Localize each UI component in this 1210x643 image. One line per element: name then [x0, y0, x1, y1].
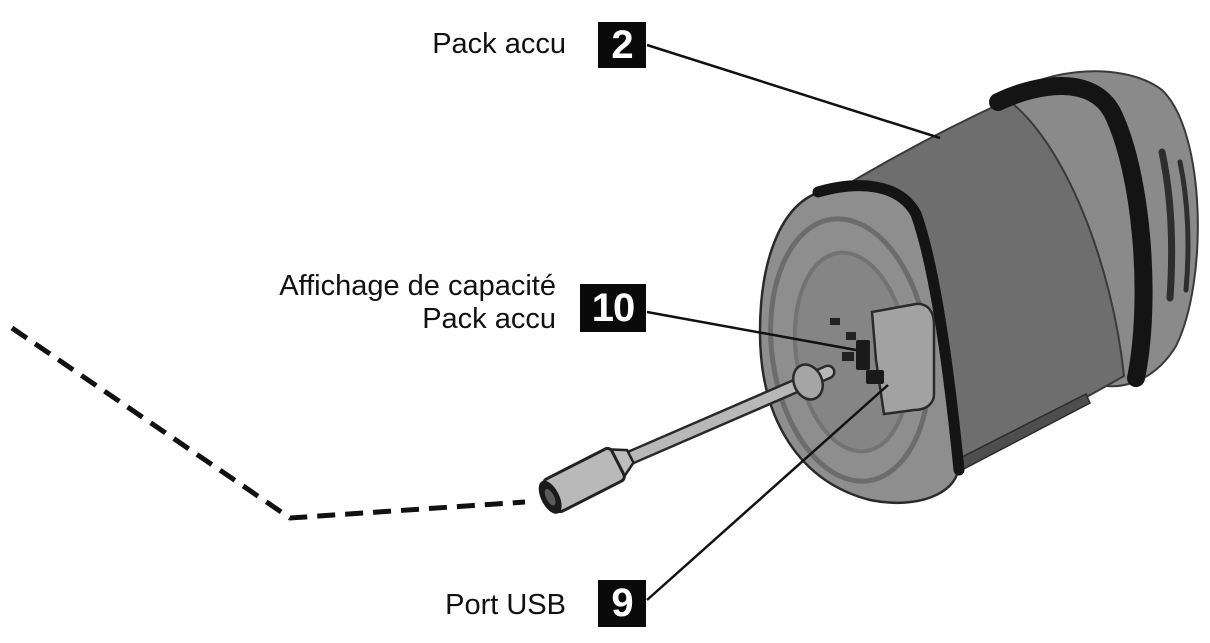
usb-port-opening	[856, 340, 870, 370]
capacity-led-3	[842, 352, 854, 361]
back-cap-slot-2	[1177, 159, 1191, 293]
capacity-display-label-line1: Affichage de capacité	[279, 270, 556, 302]
battery-pack-label-text: Pack accu	[432, 28, 566, 60]
battery-pack-number-box: 2	[598, 22, 646, 68]
back-black-band	[989, 77, 1153, 387]
usb-port-slot	[866, 370, 884, 384]
leader-line-usb-port	[646, 384, 889, 601]
dashed-cable-line	[10, 325, 526, 521]
usb-port-number-box: 9	[598, 580, 646, 627]
usb-port-label-text: Port USB	[445, 589, 566, 621]
leader-line-capacity-display	[646, 310, 857, 352]
capacity-display-label-line2: Pack accu	[422, 303, 556, 335]
connector-tip-hole	[544, 489, 556, 506]
battery-pack-label: Pack accu	[360, 28, 566, 61]
capacity-led-1	[830, 318, 840, 325]
display-housing	[870, 302, 936, 416]
cable-collar	[792, 363, 824, 401]
cable	[613, 367, 833, 468]
usb-port-label: Port USB	[360, 589, 566, 622]
leader-line-battery-pack	[646, 43, 941, 140]
cable-connector	[538, 446, 635, 514]
capacity-led-2	[846, 332, 856, 340]
front-black-band	[812, 180, 965, 476]
back-cap-slot-1	[1158, 148, 1176, 302]
capacity-display-label: Affichage de capacité Pack accu	[170, 270, 556, 336]
capacity-display-number-box: 10	[580, 284, 646, 332]
